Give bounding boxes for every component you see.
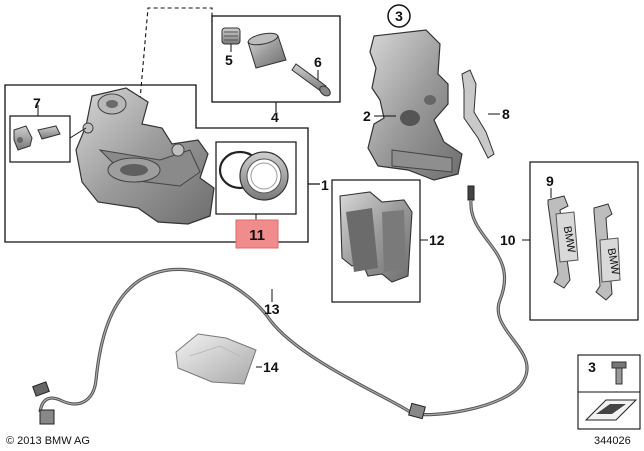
callout-14: 14 [263, 359, 279, 375]
pad-spring-kit-box: BMW BMW [522, 161, 639, 321]
callout-9: 9 [546, 173, 554, 189]
legend-label: 3 [588, 359, 596, 375]
callout-13: 13 [264, 301, 280, 317]
callout-3-label: 3 [395, 8, 403, 24]
wear-sensor-cable-part [32, 185, 529, 425]
guide-leader-dashed [139, 7, 213, 101]
brake-carrier-part [367, 29, 463, 181]
copyright-text: © 2013 BMW AG [6, 435, 90, 447]
repair-kit-box [215, 141, 297, 220]
diagram-id: 344026 [594, 435, 631, 447]
guide-boot-part [221, 27, 287, 69]
part-11-highlight[interactable]: 11 [235, 219, 279, 249]
callout-8: 8 [502, 106, 510, 122]
callout-7: 7 [33, 95, 41, 111]
callout-10: 10 [500, 232, 516, 248]
anti-rattle-spring-part [461, 69, 500, 159]
callout-3-circle: 3 [387, 4, 411, 28]
callout-4: 4 [271, 109, 279, 125]
brake-pads-box [331, 179, 428, 303]
callout-1: 1 [321, 177, 329, 193]
callout-12: 12 [429, 232, 445, 248]
caliper-assembly-frame [4, 84, 320, 243]
highlight-badge-bg [235, 219, 279, 249]
callout-2: 2 [363, 108, 371, 124]
grease-packet-part [175, 333, 262, 385]
callout-5: 5 [225, 52, 233, 68]
guide-bolt-part [291, 63, 331, 97]
pad-brand-label-1: BMW [561, 225, 578, 254]
callout-6: 6 [314, 54, 322, 70]
legend-fastener-box: 3 [577, 354, 641, 430]
bleeder-valve-box [9, 105, 87, 163]
callout-11-label: 11 [249, 227, 265, 244]
brake-caliper-part [75, 87, 215, 225]
pad-brand-label-2: BMW [605, 247, 622, 276]
guide-bolt-kit-box [211, 15, 341, 112]
